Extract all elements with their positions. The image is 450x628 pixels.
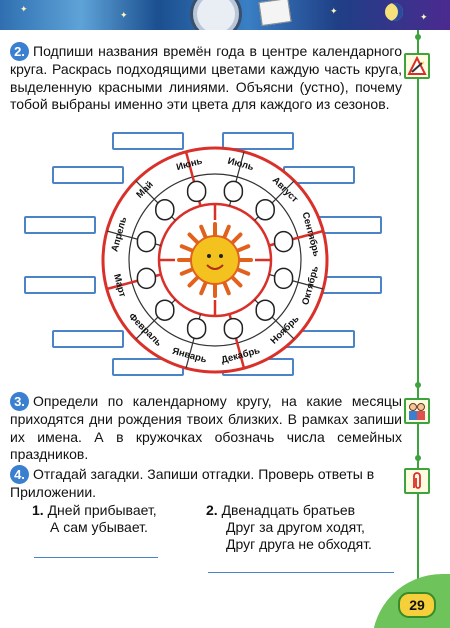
star-icon: ✦: [120, 10, 128, 20]
task-2: 2.Подпиши названия времён года в центре …: [10, 42, 402, 114]
margin-line: [417, 30, 419, 590]
sun-eye: [207, 254, 211, 258]
riddle-line: Дней прибывает,: [47, 502, 157, 518]
sun-ray: [179, 267, 195, 276]
riddle-number: 1.: [32, 502, 44, 518]
margin-dot: [415, 455, 421, 461]
star-icon: ✦: [330, 6, 338, 16]
date-circle: [186, 317, 207, 340]
calendar-icon: [258, 0, 292, 26]
star-icon: ✦: [20, 4, 28, 14]
task-text: Подпиши названия времён года в центре ка…: [10, 43, 402, 112]
answer-line[interactable]: [208, 572, 394, 573]
date-circle: [223, 180, 244, 203]
name-box[interactable]: [24, 276, 96, 294]
date-circle: [155, 199, 175, 221]
sun-ray: [199, 280, 208, 296]
task-text: Определи по календарному кругу, на какие…: [10, 393, 402, 462]
sun-ray: [235, 267, 251, 276]
sun-ray: [199, 224, 208, 240]
clock-icon: [190, 0, 242, 30]
children-icon: [404, 398, 430, 424]
page-number: 29: [398, 592, 436, 618]
riddle-line: А сам убывает.: [50, 519, 148, 535]
date-circle: [273, 230, 294, 253]
task-number: 2.: [10, 42, 29, 61]
name-box[interactable]: [52, 330, 124, 348]
date-circle: [155, 299, 175, 321]
margin-dot: [415, 34, 421, 40]
date-circle: [136, 267, 157, 290]
date-circle: [186, 180, 207, 203]
riddle-2: 2. Двенадцать братьев Друг за другом ход…: [206, 502, 372, 553]
wheel-label-ring: [128, 173, 302, 347]
riddle-line: Двенадцать братьев: [221, 502, 356, 518]
pencil-in-frame-icon: [404, 53, 430, 79]
sun-ray: [229, 274, 243, 288]
sun-ray: [179, 244, 195, 253]
sun-ray: [222, 280, 231, 296]
sun-ray: [222, 224, 231, 240]
task-4: 4.Отгадай загадки. Запиши отгадки. Прове…: [10, 465, 402, 502]
riddle-1: 1. Дней прибывает, А сам убывает.: [32, 502, 157, 536]
sun-icon: [190, 235, 240, 285]
sun-ray: [187, 232, 201, 246]
name-box[interactable]: [222, 132, 294, 150]
sun-ray: [229, 232, 243, 246]
task-number: 4.: [10, 465, 29, 484]
date-circle: [273, 267, 294, 290]
date-circle: [255, 299, 275, 321]
riddle-number: 2.: [206, 502, 218, 518]
sun-smile: [206, 264, 224, 270]
sun-ray: [235, 244, 251, 253]
moon-icon: [385, 3, 403, 21]
name-box[interactable]: [52, 166, 124, 184]
margin-dot: [415, 382, 421, 388]
answer-line[interactable]: [34, 557, 158, 558]
riddle-line: Друг за другом ходят,: [226, 519, 365, 535]
name-box[interactable]: [112, 132, 184, 150]
date-circle: [223, 317, 244, 340]
sun-ray: [187, 274, 201, 288]
task-text: Отгадай загадки. Запиши отгадки. Проверь…: [10, 466, 375, 500]
name-box[interactable]: [24, 216, 96, 234]
riddle-line: Друг друга не обходят.: [226, 536, 372, 552]
star-icon: ✦: [420, 12, 428, 22]
task-3: 3.Определи по календарному кругу, на как…: [10, 392, 402, 464]
header-banner: ✦ ✦ ✦ ✦: [0, 0, 450, 30]
sun-eye: [219, 254, 223, 258]
task-number: 3.: [10, 392, 29, 411]
date-circle: [255, 199, 275, 221]
paperclip-icon: [404, 468, 430, 494]
date-circle: [136, 230, 157, 253]
